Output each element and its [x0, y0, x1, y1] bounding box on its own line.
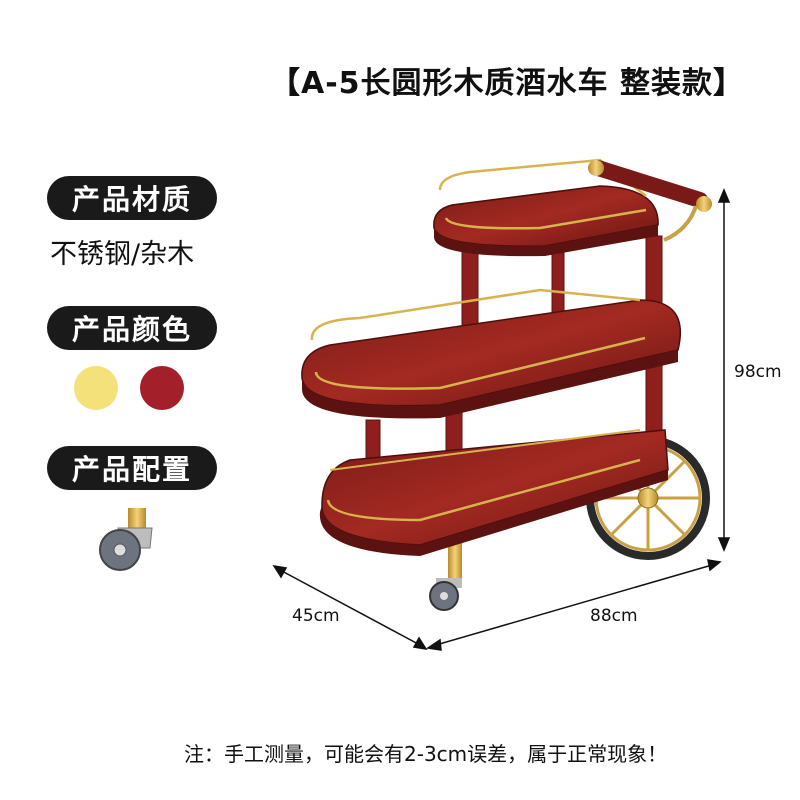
width-dimension: 88cm	[590, 606, 638, 626]
caster-icon	[99, 508, 153, 571]
color-swatch-gold[interactable]	[74, 366, 118, 410]
middle-shelf	[301, 288, 682, 419]
bottom-shelf	[319, 429, 669, 556]
measurement-note: 注：手工测量，可能会有2-3cm误差，属于正常现象！	[184, 742, 668, 766]
material-value: 不锈钢/杂木	[50, 239, 195, 270]
depth-dimension: 45cm	[292, 606, 340, 626]
height-dimension: 98cm	[734, 362, 782, 382]
push-handle	[588, 160, 712, 242]
dimension-lines	[272, 188, 731, 651]
config-label: 产品配置	[47, 446, 217, 490]
material-label: 产品材质	[47, 176, 217, 220]
front-caster	[429, 540, 462, 611]
color-swatch-red[interactable]	[140, 366, 184, 410]
color-label: 产品颜色	[47, 306, 217, 350]
top-shelf	[433, 158, 659, 257]
product-title: 【A-5长圆形木质酒水车 整装款】	[270, 66, 744, 101]
